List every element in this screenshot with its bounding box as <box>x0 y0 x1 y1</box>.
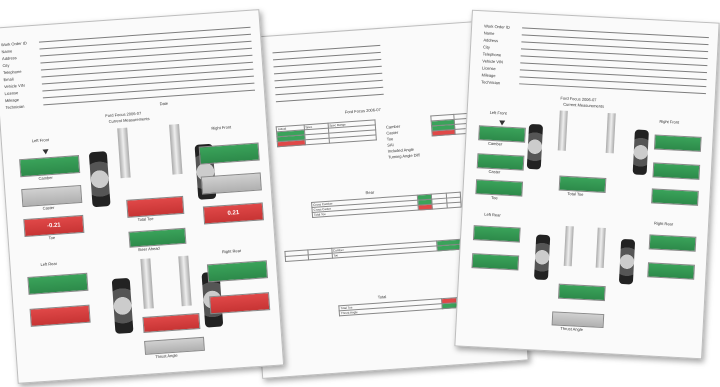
toe-gauge <box>651 188 699 206</box>
row-label: Turning Angle Diff <box>387 152 420 160</box>
camber-gauge <box>27 272 89 295</box>
cell <box>441 302 458 309</box>
row-label: Camber <box>385 123 401 130</box>
wheel-icon <box>526 123 544 170</box>
header-label: Vehicle VIN <box>482 57 504 64</box>
strut-icon <box>169 123 183 175</box>
date-label: Date <box>159 100 169 107</box>
toe-label: Toe <box>48 234 56 241</box>
camber-gauge <box>198 142 260 165</box>
subtitle: Current Measurements <box>563 101 605 109</box>
header-label: Mileage <box>481 71 496 78</box>
toe-gauge: 0.21 <box>202 202 264 225</box>
header-label: Address <box>483 36 499 43</box>
toe-gauge <box>647 262 695 280</box>
strut-icon <box>563 225 574 267</box>
report-sheet-left: Work Order ID Name Address City Telephon… <box>0 9 285 384</box>
strut-icon <box>605 112 616 154</box>
thrust-angle-label: Thrust Angle <box>560 325 584 332</box>
strut-icon <box>140 258 154 309</box>
arrow-icon <box>498 120 506 126</box>
camber-gauge <box>478 125 526 143</box>
right-front-label: Right Front <box>211 124 232 131</box>
header-label: Telephone <box>482 50 502 57</box>
report-sheet-right: Work Order ID Name Address City Telephon… <box>454 9 720 360</box>
strut-icon <box>117 127 131 179</box>
thrust-angle-label: Thrust Angle <box>155 352 178 360</box>
camber-gauge <box>653 134 702 152</box>
row-label: Caster <box>386 129 399 136</box>
cell <box>432 203 447 210</box>
wheel-icon <box>111 277 134 334</box>
total-toe-gauge <box>558 175 607 193</box>
right-rear-label: Right Rear <box>653 220 674 227</box>
header-label: Technician <box>5 103 25 110</box>
steer-ahead-label: Steer Ahead <box>137 245 160 253</box>
right-rear-label: Right Rear <box>221 247 242 255</box>
camber-label: Camber <box>38 174 53 181</box>
toe-gauge <box>29 304 91 327</box>
wheel-icon <box>618 238 636 285</box>
header-label: Name <box>483 29 495 36</box>
cell <box>446 202 462 209</box>
camber-gauge <box>206 260 269 283</box>
row-label: SAI <box>387 142 394 148</box>
header-label: Technician <box>481 78 501 85</box>
thrust-angle-gauge <box>551 311 605 329</box>
toe-label: Toe <box>491 195 498 201</box>
toe-gauge: -0.21 <box>23 214 85 238</box>
camber-gauge <box>19 155 81 178</box>
cell <box>431 129 456 136</box>
toe-value: 0.21 <box>227 210 240 217</box>
right-front-label: Right Front <box>659 118 680 125</box>
wheel-icon <box>88 151 111 208</box>
total-toe-gauge <box>126 195 185 218</box>
left-front-label: Left Front <box>31 137 50 144</box>
row-label: Toe <box>386 136 394 142</box>
total-toe-label: Total Toe <box>567 190 584 197</box>
wheel-icon <box>533 234 551 281</box>
arrow-icon <box>42 149 49 155</box>
toe-gauge <box>475 179 524 197</box>
cell <box>304 138 329 145</box>
cell <box>437 244 461 251</box>
toe-gauge <box>471 253 520 271</box>
total-label: Total <box>377 294 387 300</box>
camber-gauge <box>472 225 521 243</box>
left-rear-label: Left Rear <box>484 211 501 218</box>
left-front-label: Left Front <box>489 109 507 116</box>
cell <box>277 139 306 147</box>
total-toe-label: Total Toe <box>137 216 154 223</box>
total-toe-gauge <box>142 313 201 333</box>
strut-icon <box>178 255 192 307</box>
caster-gauge <box>652 162 701 180</box>
rear-table: Camber Toe <box>284 237 485 262</box>
caster-gauge <box>200 172 262 195</box>
header-label: City <box>482 43 491 50</box>
caster-label: Caster <box>488 168 501 175</box>
strut-icon <box>595 227 606 268</box>
camber-gauge <box>648 234 697 252</box>
rear-label: Rear <box>365 189 375 196</box>
caster-gauge <box>476 153 525 171</box>
camber-label: Camber <box>487 140 503 147</box>
cell <box>285 254 309 262</box>
cross-table: Cross Camber Cross Caster Total Toe <box>311 192 462 218</box>
caster-label: Caster <box>42 204 55 211</box>
total-toe-gauge <box>557 283 606 302</box>
toe-gauge <box>209 292 271 315</box>
header-label: License <box>481 64 496 71</box>
cell <box>308 253 333 260</box>
toe-value: -0.21 <box>46 222 61 230</box>
strut-icon <box>557 110 568 151</box>
left-rear-label: Left Rear <box>40 260 58 267</box>
cell <box>418 204 433 211</box>
header-label: Work Order ID <box>484 22 511 30</box>
wheel-icon <box>632 129 649 176</box>
caster-gauge <box>21 184 83 208</box>
vehicle-title: Ford Focus 2006-07 <box>344 106 381 115</box>
